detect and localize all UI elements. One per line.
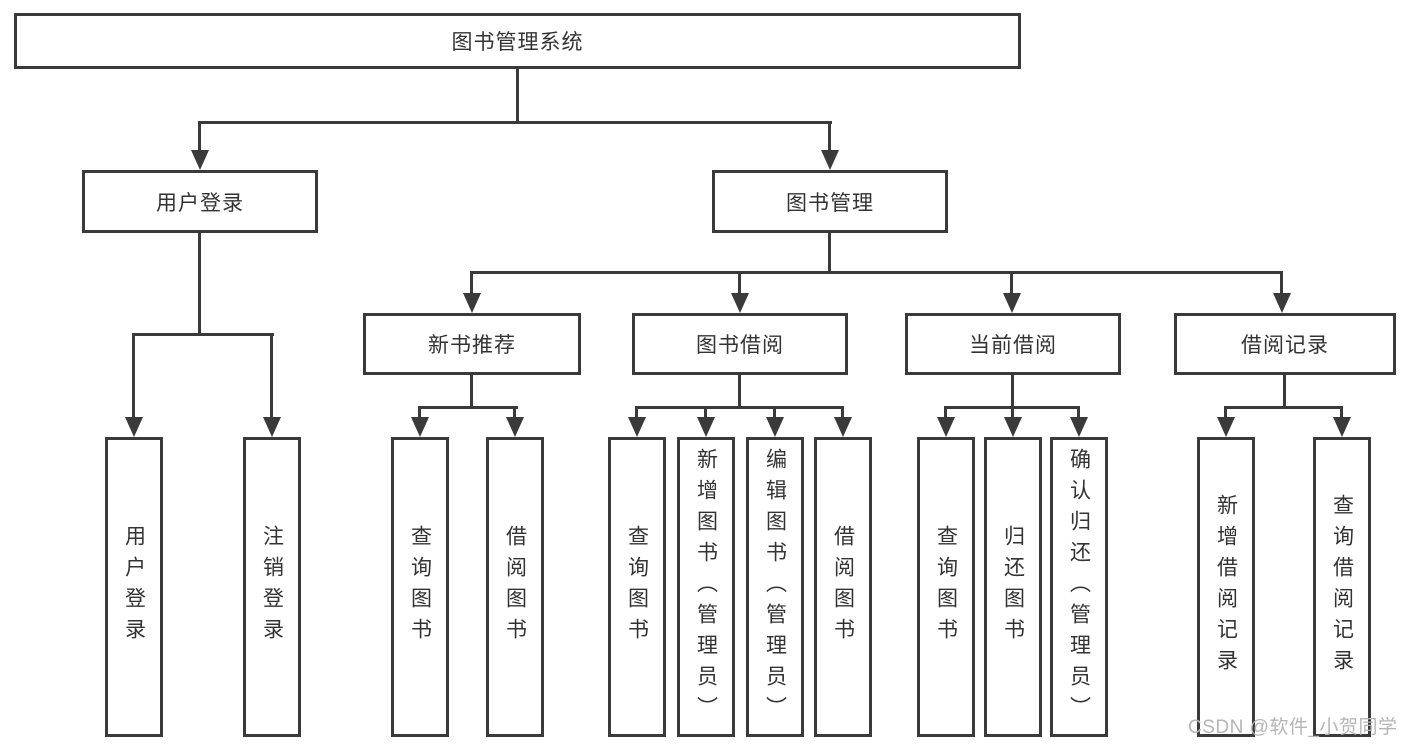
edge-drop-return-books [1011, 406, 1014, 418]
leaf-add-books-admin: 新增图书（管理员） [677, 437, 735, 737]
node-book-management: 图书管理 [712, 170, 948, 233]
arrowhead-query-books-borrowing [628, 417, 646, 437]
arrowhead-leaf-user-login [125, 417, 143, 437]
leaf-label: 借阅图书 [831, 525, 855, 649]
edge-drop-query-borrow-record [1340, 406, 1343, 418]
leaf-confirm-return-admin: 确认归还（管理员） [1050, 437, 1108, 737]
edge-drop-leaf-user-login [132, 333, 135, 418]
arrowhead-query-borrow-record [1333, 417, 1351, 437]
edge-drop-book-management [828, 121, 831, 152]
leaf-label: 新增借阅记录 [1214, 494, 1238, 680]
edge-book-management-stem [828, 233, 831, 274]
arrowhead-borrowing-records [1273, 293, 1291, 313]
leaf-label: 确认归还（管理员） [1067, 447, 1091, 727]
edge-borrowing-records-rail [1224, 406, 1343, 409]
edge-book-borrowing-stem [738, 375, 741, 409]
leaf-label: 查询图书 [934, 525, 958, 649]
node-library-management-system: 图书管理系统 [14, 13, 1021, 69]
leaf-label: 归还图书 [1001, 525, 1025, 649]
arrowhead-add-borrow-record [1217, 417, 1235, 437]
edge-drop-borrow-books [841, 406, 844, 418]
edge-drop-current-borrowing [1010, 271, 1013, 295]
arrowhead-add-books-admin [697, 417, 715, 437]
arrowhead-leaf-logout [263, 417, 281, 437]
leaf-user-login: 用户登录 [105, 437, 163, 737]
edge-current-borrowing-stem [1011, 375, 1014, 409]
edge-drop-add-books-admin [704, 406, 707, 418]
leaf-borrow-books: 借阅图书 [814, 437, 872, 737]
edge-borrowing-records-stem [1283, 375, 1286, 409]
edge-user-login-rail [132, 333, 274, 336]
edge-new-book-rec-rail [418, 406, 518, 409]
leaf-label: 注销登录 [260, 525, 284, 649]
edge-drop-new-book-recommendation [470, 271, 473, 295]
edge-new-book-rec-stem [470, 375, 473, 409]
edge-drop-borrow-books-recommend [513, 406, 516, 418]
arrowhead-return-books [1004, 417, 1022, 437]
arrowhead-new-book-recommendation [463, 293, 481, 313]
node-label: 借阅记录 [1241, 334, 1329, 357]
leaf-add-borrow-record: 新增借阅记录 [1197, 437, 1255, 737]
edge-drop-leaf-logout [270, 333, 273, 418]
edge-book-management-rail [470, 271, 1283, 274]
leaf-return-books: 归还图书 [984, 437, 1042, 737]
arrowhead-query-books-recommend [411, 417, 429, 437]
node-label: 当前借阅 [969, 334, 1057, 357]
node-new-book-recommendation: 新书推荐 [363, 313, 581, 375]
edge-book-borrowing-rail [635, 406, 844, 409]
leaf-label: 查询图书 [625, 525, 649, 649]
leaf-label: 用户登录 [122, 525, 146, 649]
edge-drop-add-borrow-record [1224, 406, 1227, 418]
node-label: 图书管理 [786, 191, 874, 215]
edge-drop-borrowing-records [1280, 271, 1283, 295]
arrowhead-user-login [191, 150, 209, 170]
edge-drop-user-login [198, 121, 201, 152]
node-user-login: 用户登录 [82, 170, 318, 233]
edge-drop-query-books-current [944, 406, 947, 418]
node-label: 图书借阅 [696, 334, 784, 357]
arrowhead-book-management [821, 150, 839, 170]
arrowhead-query-books-current [937, 417, 955, 437]
watermark: CSDN @软件_小贺同学 [1188, 717, 1398, 738]
edge-user-login-stem [198, 233, 201, 335]
arrowhead-borrow-books [834, 417, 852, 437]
leaf-query-borrow-record: 查询借阅记录 [1313, 437, 1371, 737]
leaf-label: 借阅图书 [503, 525, 527, 649]
node-label: 图书管理系统 [451, 31, 584, 54]
arrowhead-borrow-books-recommend [506, 417, 524, 437]
node-book-borrowing: 图书借阅 [632, 313, 848, 375]
arrowhead-edit-books-admin [766, 417, 784, 437]
edge-drop-book-borrowing [738, 271, 741, 295]
leaf-label: 新增图书（管理员） [694, 447, 718, 727]
node-label: 新书推荐 [428, 334, 516, 357]
arrowhead-book-borrowing [731, 293, 749, 313]
leaf-label: 查询借阅记录 [1330, 494, 1354, 680]
leaf-query-books-borrowing: 查询图书 [608, 437, 666, 737]
leaf-label: 查询图书 [408, 525, 432, 649]
node-borrowing-records: 借阅记录 [1174, 313, 1396, 375]
node-label: 用户登录 [156, 191, 244, 215]
arrowhead-current-borrowing [1003, 293, 1021, 313]
node-current-borrowing: 当前借阅 [905, 313, 1121, 375]
edge-root-rail [198, 121, 832, 124]
leaf-label: 编辑图书（管理员） [763, 447, 787, 727]
leaf-edit-books-admin: 编辑图书（管理员） [746, 437, 804, 737]
edge-drop-edit-books-admin [773, 406, 776, 418]
leaf-query-books-current: 查询图书 [917, 437, 975, 737]
edge-drop-query-books-borrowing [635, 406, 638, 418]
edge-drop-query-books-recommend [418, 406, 421, 418]
edge-root-stem [516, 69, 519, 121]
leaf-query-books-recommend: 查询图书 [391, 437, 449, 737]
leaf-logout: 注销登录 [243, 437, 301, 737]
arrowhead-confirm-return-admin [1070, 417, 1088, 437]
edge-drop-confirm-return-admin [1077, 406, 1080, 418]
leaf-borrow-books-recommend: 借阅图书 [486, 437, 544, 737]
